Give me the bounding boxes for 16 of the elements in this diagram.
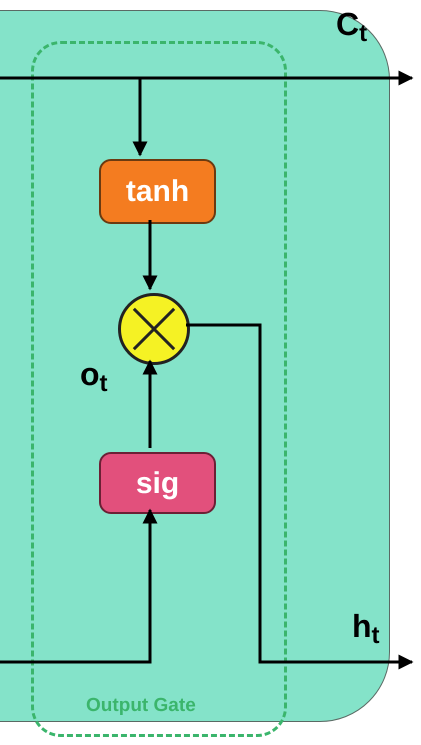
function-label: sig xyxy=(136,466,180,502)
activation-box xyxy=(99,159,216,224)
edge-label: o$_{t}$ xyxy=(80,358,108,390)
gate-region xyxy=(31,41,287,737)
edge-label: C$_{t}$ xyxy=(336,8,368,40)
arrow xyxy=(0,70,414,86)
edge-label: h$_{t}$ xyxy=(352,610,380,642)
arrow xyxy=(142,220,158,290)
multiply-circle xyxy=(118,293,190,365)
arrow xyxy=(186,324,414,670)
function-label: tanh xyxy=(126,174,190,210)
activation-box xyxy=(99,452,216,514)
gate-label: Output Gate xyxy=(86,694,196,718)
arrow xyxy=(0,508,158,664)
arrow xyxy=(132,78,148,156)
arrow xyxy=(142,360,158,448)
